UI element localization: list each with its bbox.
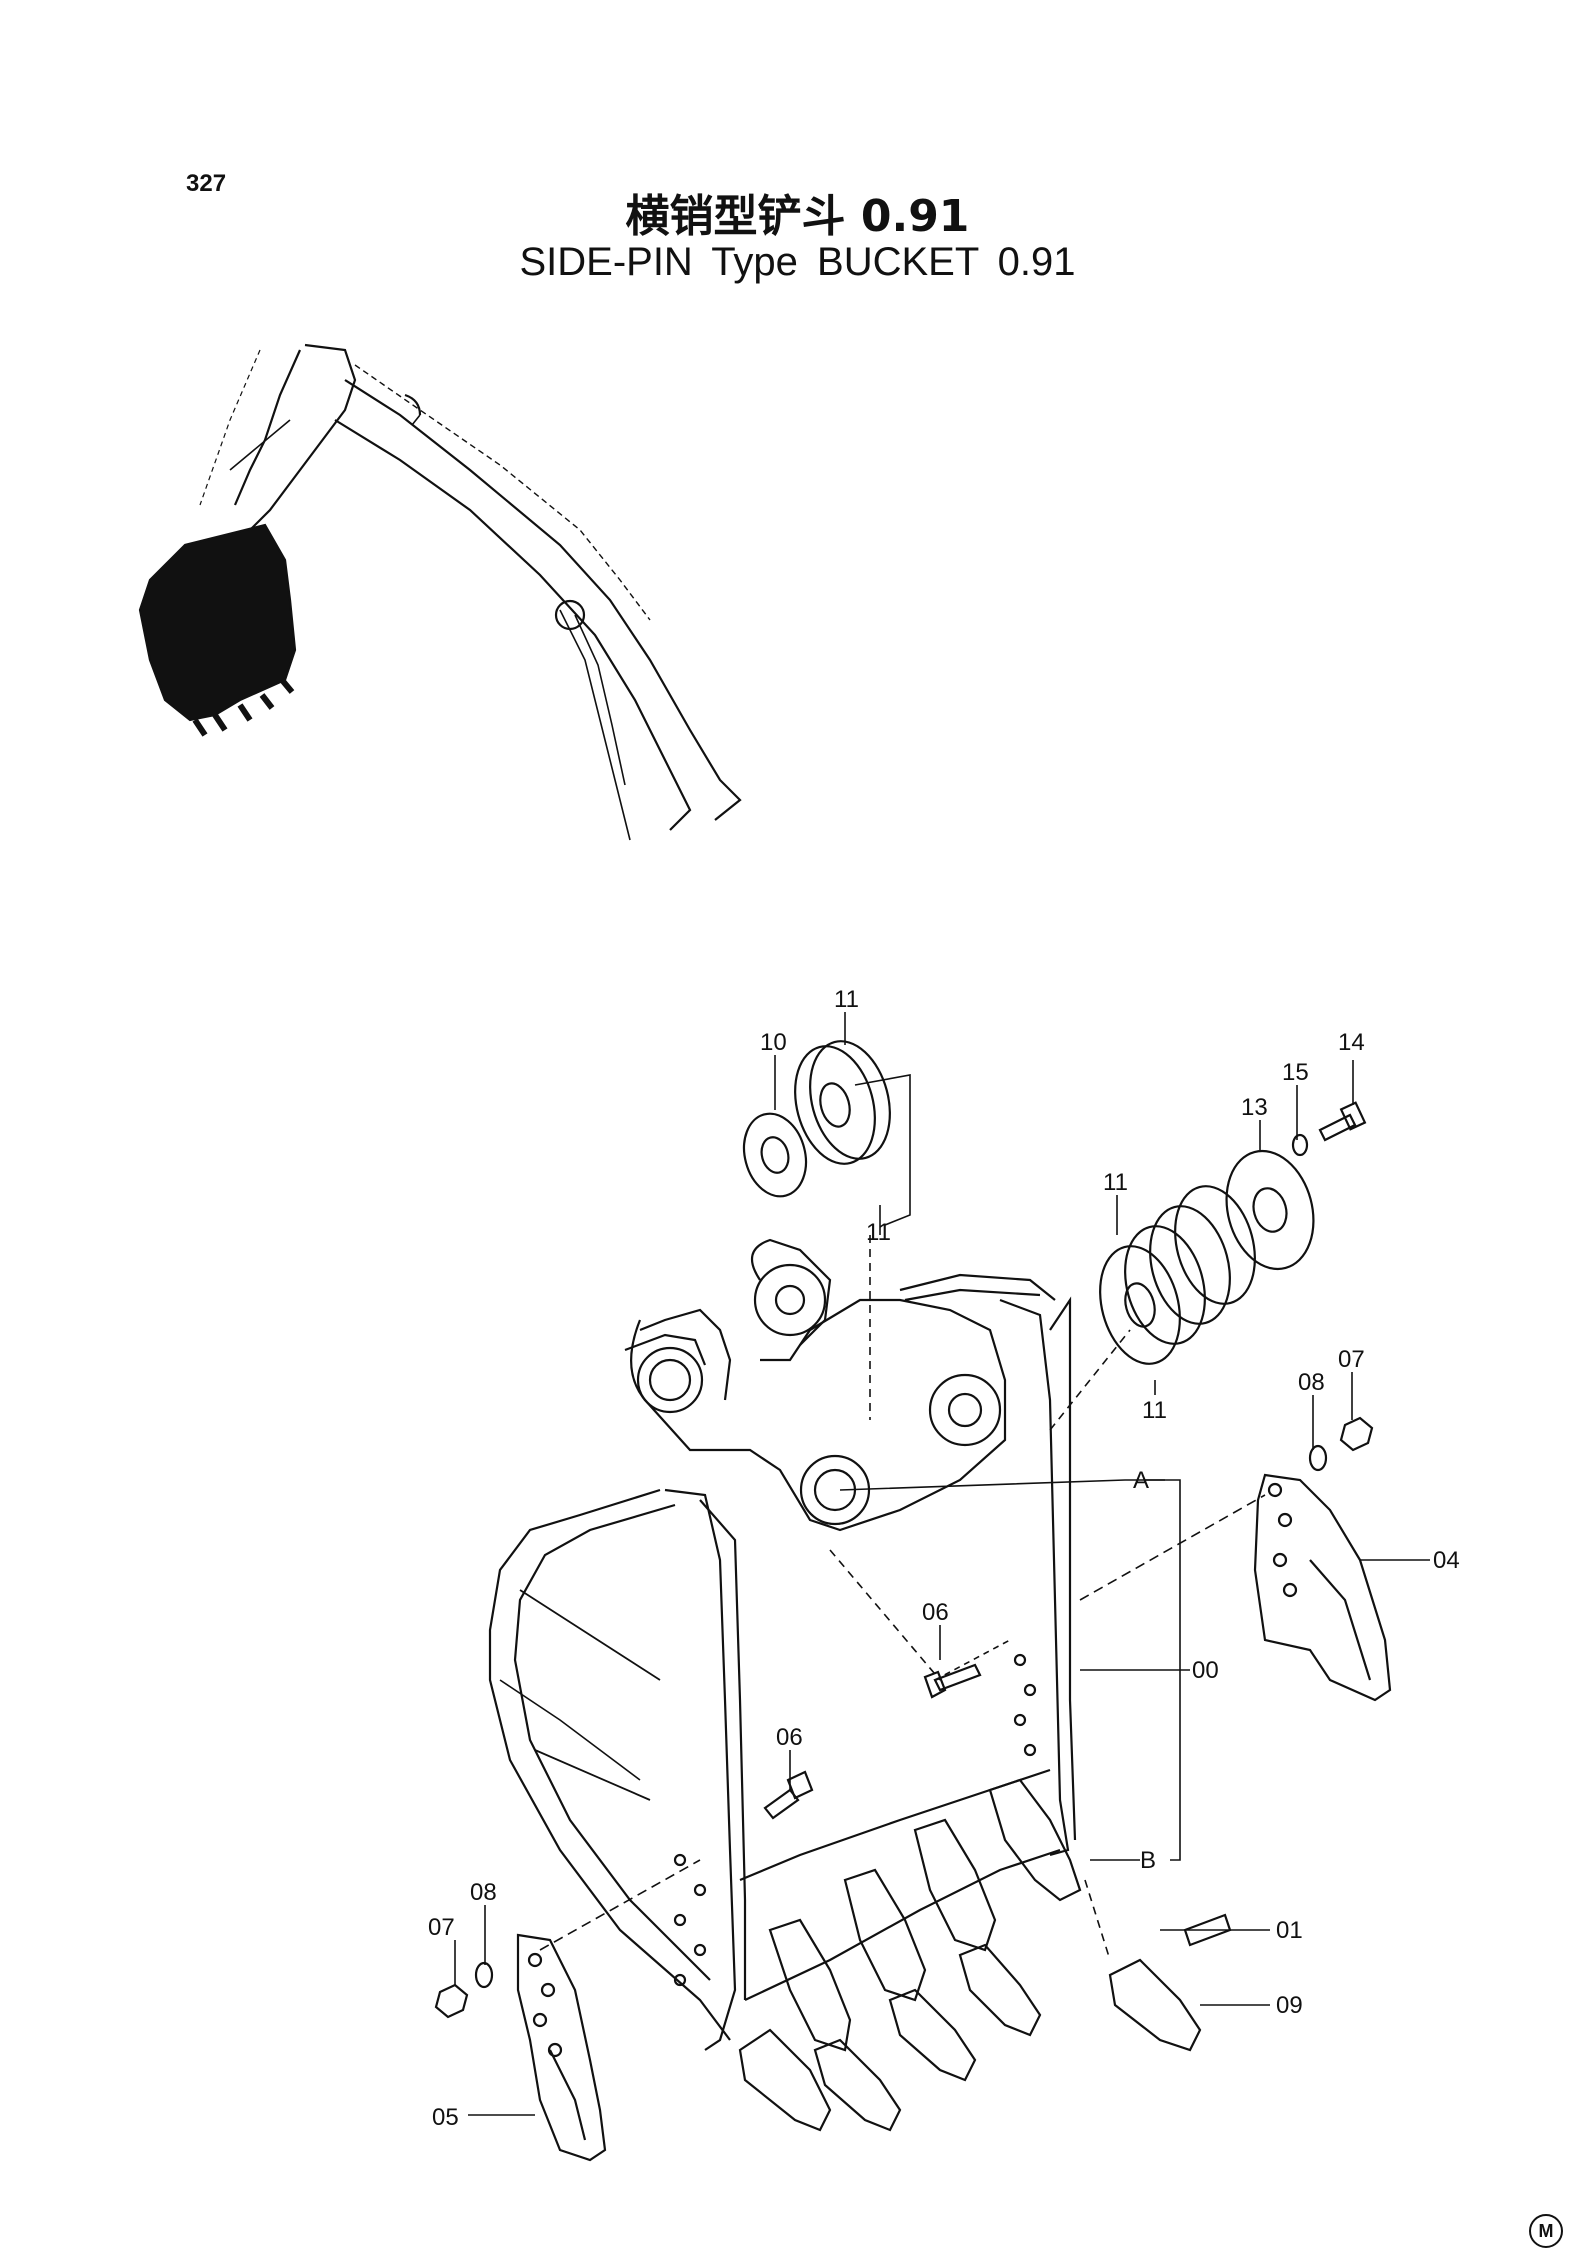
side-cutter-05 [516, 1933, 607, 2162]
callout-06-lower: 06 [776, 1724, 803, 1751]
shims-11-upper [794, 1040, 891, 1165]
bucket-body [488, 1238, 1077, 2051]
callout-08-left: 08 [470, 1879, 497, 1906]
nut-07-right [1339, 1416, 1374, 1452]
side-cutter-04 [1253, 1473, 1392, 1702]
callout-07-left: 07 [428, 1914, 455, 1941]
callout-06-upper: 06 [922, 1599, 949, 1626]
washer-08-left [474, 1961, 494, 1989]
callout-13: 13 [1241, 1094, 1268, 1121]
reference-a: A [1133, 1467, 1149, 1494]
plate-13 [1225, 1149, 1315, 1271]
corner-mark: M [1529, 2214, 1563, 2248]
excavator-arm-illustration [138, 343, 742, 841]
callout-15: 15 [1282, 1059, 1309, 1086]
plate-10 [742, 1112, 808, 1198]
callout-07-right: 07 [1338, 1346, 1365, 1373]
nut-07-left [434, 1983, 469, 2019]
callout-04: 04 [1433, 1547, 1460, 1574]
bolt-14 [1318, 1101, 1367, 1142]
reference-b: B [1140, 1847, 1156, 1874]
washer-08-right [1308, 1444, 1328, 1472]
page-number: 327 [186, 170, 227, 197]
bolt-06-lower [763, 1770, 814, 1820]
callout-11-middle: 11 [866, 1219, 891, 1246]
callout-00: 00 [1192, 1657, 1219, 1684]
washer-15 [1291, 1133, 1309, 1157]
bucket-teeth [738, 1778, 1232, 2132]
callout-11-top: 11 [834, 986, 859, 1013]
callout-09: 09 [1276, 1992, 1303, 2019]
title-english: SIDE-PIN Type BUCKET 0.91 [519, 240, 1076, 284]
callout-05: 05 [432, 2104, 459, 2131]
title-chinese: 横销型铲斗 0.91 [625, 191, 970, 242]
callout-11-right-top: 11 [1103, 1169, 1128, 1196]
shims-11-lower [1099, 1185, 1256, 1365]
leader-lines [454, 1012, 1430, 2116]
bolt-06-upper [923, 1663, 982, 1699]
callout-01: 01 [1276, 1917, 1303, 1944]
callout-11-right-bottom: 11 [1142, 1397, 1167, 1424]
callout-08-right: 08 [1298, 1369, 1325, 1396]
callout-10: 10 [760, 1029, 787, 1056]
callout-14: 14 [1338, 1029, 1365, 1056]
